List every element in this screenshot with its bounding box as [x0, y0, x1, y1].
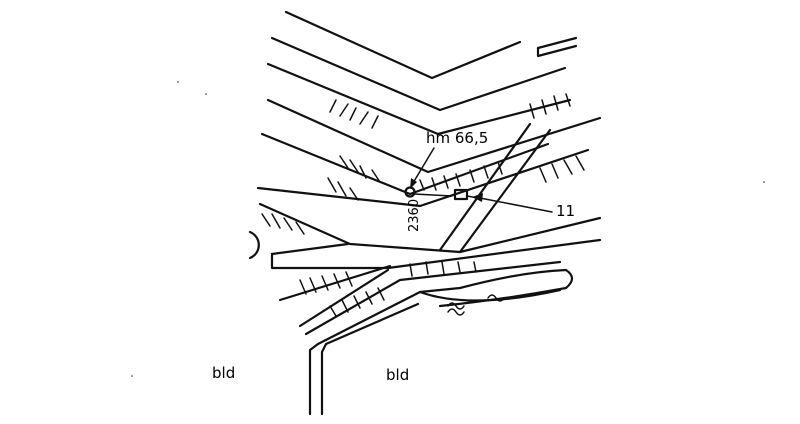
ref-leader-line	[479, 197, 553, 213]
ref-arrow-head-icon	[472, 193, 483, 202]
building-label-right: bld	[386, 366, 409, 384]
water-wave-icon	[447, 294, 505, 316]
embankment-hatches	[261, 93, 585, 317]
distance-label: 2360	[407, 199, 422, 232]
hm-arrow-head-icon	[410, 178, 417, 189]
scan-specks	[131, 81, 765, 377]
building-label-left: bld	[212, 364, 235, 382]
reference-number-label: 11	[556, 202, 575, 220]
lower-road-lines	[278, 260, 574, 416]
upper-road-lines	[266, 10, 602, 174]
sign-box-icon	[453, 188, 469, 201]
hm-leader-line	[412, 147, 435, 184]
marker-line	[413, 193, 453, 197]
hm-label: hm 66,5	[426, 129, 488, 147]
central-road-lines	[256, 122, 602, 270]
roundabout-arc	[248, 230, 260, 260]
marker-circle-icon	[404, 186, 416, 198]
